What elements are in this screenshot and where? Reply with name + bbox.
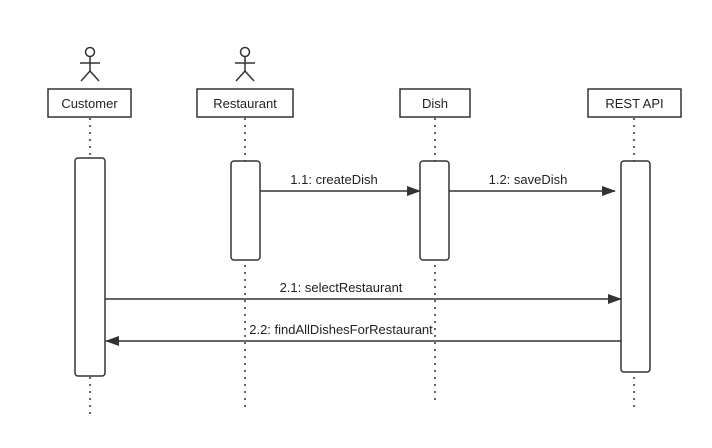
participant-customer[interactable]: Customer — [47, 88, 132, 118]
participant-restaurant[interactable]: Restaurant — [196, 88, 294, 118]
message-label-save-dish: 1.2: saveDish — [489, 172, 568, 187]
message-label-create-dish: 1.1: createDish — [290, 172, 377, 187]
message-label-select-restaurant: 2.1: selectRestaurant — [280, 280, 403, 295]
participant-label-customer: Customer — [61, 96, 118, 111]
activation-bar-customer — [74, 157, 106, 377]
activation-bar-dish — [419, 160, 450, 261]
activation-bar-rest-api — [620, 160, 651, 373]
activation-bar-restaurant — [230, 160, 261, 261]
message-label-find-all-dishes: 2.2: findAllDishesForRestaurant — [249, 322, 433, 337]
actor-icon-restaurant — [235, 46, 255, 82]
participant-label-restaurant: Restaurant — [213, 96, 277, 111]
participant-dish[interactable]: Dish — [399, 88, 471, 118]
participant-rest-api[interactable]: REST API — [587, 88, 682, 118]
participant-label-dish: Dish — [422, 96, 448, 111]
actor-icon-customer — [80, 46, 100, 82]
participant-label-rest-api: REST API — [605, 96, 663, 111]
